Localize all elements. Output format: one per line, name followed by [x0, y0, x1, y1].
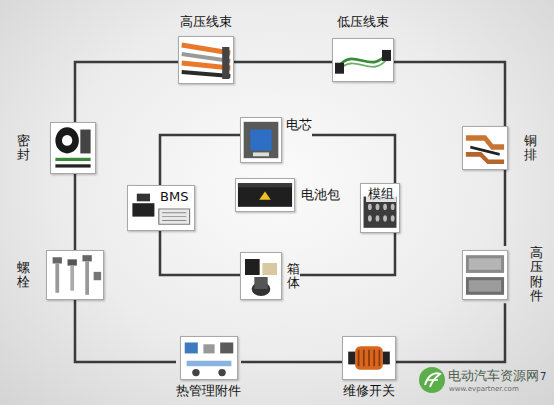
part-label: 电芯: [286, 117, 312, 133]
part-illustration: [463, 127, 507, 169]
part-picture: [46, 250, 104, 300]
part-picture: BMS: [127, 185, 195, 231]
ring-connector: [160, 135, 240, 185]
part-picture: [342, 336, 396, 380]
part-node: 热管理附件: [176, 336, 241, 399]
part-node: 模组: [360, 183, 400, 233]
part-picture: [180, 336, 238, 380]
part-node: 维修开关: [342, 336, 396, 399]
part-illustration: [343, 337, 395, 379]
watermark-text: 电动汽车资源网: [448, 368, 539, 383]
ring-connector: [234, 61, 332, 64]
part-picture: [332, 38, 394, 82]
part-node: 密封: [17, 122, 96, 174]
part-node: 螺栓: [17, 250, 104, 300]
part-picture: [240, 117, 282, 163]
part-illustration: [333, 39, 393, 81]
part-label: 密封: [17, 134, 30, 163]
ring-connector: [312, 135, 395, 183]
part-node: 铜排: [462, 126, 537, 170]
part-label: 箱体: [287, 262, 300, 291]
part-label: 模组: [366, 186, 396, 202]
ring-connector: [300, 233, 395, 275]
part-node: 高压线束: [178, 14, 234, 84]
part-label: 电池包: [301, 187, 340, 203]
part-label: 热管理附件: [176, 383, 241, 399]
part-label: 低压线束: [337, 14, 389, 30]
part-label: 螺栓: [17, 261, 30, 290]
part-label: 铜排: [524, 134, 537, 163]
part-picture: [240, 252, 282, 300]
center-node: 电池包: [235, 178, 340, 212]
ring-connector: [75, 300, 176, 362]
part-picture: [462, 250, 508, 300]
part-node: 高压附件: [462, 246, 543, 303]
part-picture: [235, 178, 295, 212]
ring-connector: [75, 62, 178, 122]
ring-connector: [74, 174, 77, 250]
part-node: 电芯: [240, 117, 312, 163]
part-illustration: [47, 251, 103, 299]
ring-connector: [160, 231, 240, 275]
ring-connector: [396, 303, 505, 362]
part-label: 高压附件: [530, 246, 543, 303]
page-number: 7: [540, 371, 546, 383]
part-illustration: [463, 251, 507, 299]
part-illustration: [241, 118, 281, 162]
part-label: 维修开关: [343, 383, 395, 399]
part-illustration: [181, 337, 237, 379]
ring-connector: [504, 170, 507, 246]
part-node: BMS: [127, 185, 195, 231]
part-node: 箱体: [240, 252, 300, 300]
part-illustration: [179, 37, 233, 83]
part-picture: 模组: [360, 183, 400, 233]
part-picture: [50, 122, 96, 174]
part-illustration: [236, 179, 294, 211]
part-illustration: [241, 253, 281, 299]
part-label: BMS: [158, 189, 190, 205]
part-illustration: [51, 123, 95, 173]
ring-connector: [241, 361, 342, 364]
ring-connector: [394, 62, 505, 126]
watermark-url: www.evpartner.com: [449, 385, 519, 393]
watermark-logo: [418, 366, 446, 394]
part-node: 低压线束: [332, 14, 394, 82]
part-picture: [462, 126, 508, 170]
part-picture: [178, 36, 234, 84]
part-label: 高压线束: [180, 14, 232, 30]
